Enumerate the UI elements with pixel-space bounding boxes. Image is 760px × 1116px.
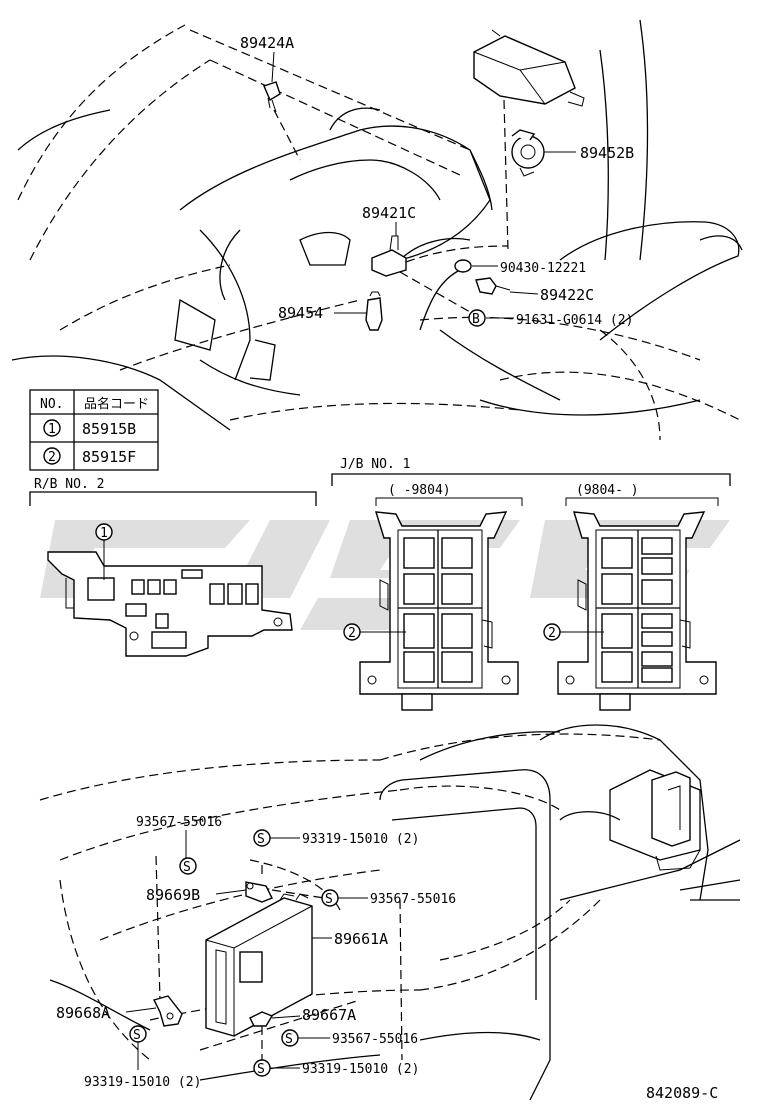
interior-illustration (39, 724, 741, 1101)
s-marker-icon (179, 857, 197, 875)
table-row-2-code: 85915F (82, 448, 136, 466)
table-header-code: 品名コード (84, 396, 149, 412)
table-row-2-marker (43, 447, 61, 465)
code-table: NO. 品名コード 1 85915B 2 85915F (29, 389, 159, 471)
label-90430-12221: 90430-12221 (500, 261, 586, 276)
jb-left-range: ( -9804) (388, 483, 451, 498)
junction-block-no1: J/B NO. 1 ( -9804) (9804- ) (331, 457, 731, 711)
engine-bay-illustration (11, 19, 743, 441)
s-marker-letter: S (285, 1032, 293, 1047)
jb-right-range: (9804- ) (576, 483, 639, 498)
s-marker-letter: S (183, 860, 191, 875)
label-89667a: 89667A (302, 1006, 356, 1024)
jb-right-marker-number: 2 (548, 626, 556, 641)
label-89422c: 89422C (540, 286, 594, 304)
label-93567-55016-b: 93567-55016 (370, 892, 456, 907)
label-93567-55016-a: 93567-55016 (136, 815, 222, 830)
label-89454: 89454 (278, 304, 323, 322)
label-89421c: 89421C (362, 204, 416, 222)
label-89424a: 89424A (240, 34, 294, 52)
table-row-1-marker (43, 419, 61, 437)
s-marker-letter: S (325, 892, 333, 907)
table-header-no: NO. (40, 397, 63, 412)
label-93567-55016-c: 93567-55016 (332, 1032, 418, 1047)
table-row-1-no: 1 (48, 422, 56, 437)
s-marker-letter: S (133, 1028, 141, 1043)
jb-left-marker-number: 2 (348, 626, 356, 641)
label-93319-15010-b: 93319-15010 (2) (84, 1075, 201, 1090)
label-93319-15010-a: 93319-15010 (2) (302, 832, 419, 847)
jb-right-block: 2 (543, 511, 717, 711)
s-marker-letter: S (257, 1062, 265, 1077)
label-89661a: 89661A (334, 930, 388, 948)
jb-title: J/B NO. 1 (340, 457, 410, 472)
table-row-2-no: 2 (48, 450, 56, 465)
table-row-1-code: 85915B (82, 420, 136, 438)
relay-block-no2: R/B NO. 2 1 (29, 477, 317, 657)
s-marker-letter: S (257, 832, 265, 847)
rb-marker-number: 1 (100, 526, 108, 541)
diagram-code: 842089-C (646, 1084, 718, 1102)
label-89669b: 89669B (146, 886, 200, 904)
top-part-labels: 89424A 89452B 89421C 90430-12221 89422C … (240, 34, 634, 328)
label-89668a: 89668A (56, 1004, 110, 1022)
rb-title: R/B NO. 2 (34, 477, 104, 492)
b-marker-letter: B (472, 312, 480, 327)
label-91631-g0614: 91631-G0614 (2) (516, 313, 633, 328)
jb-left-block: 2 (343, 511, 519, 711)
label-93319-15010-c: 93319-15010 (2) (302, 1062, 419, 1077)
b-marker-icon (468, 309, 486, 327)
label-89452b: 89452B (580, 144, 634, 162)
bottom-part-labels: 93567-55016 S S 93319-15010 (2) 89669B S… (56, 815, 718, 1102)
